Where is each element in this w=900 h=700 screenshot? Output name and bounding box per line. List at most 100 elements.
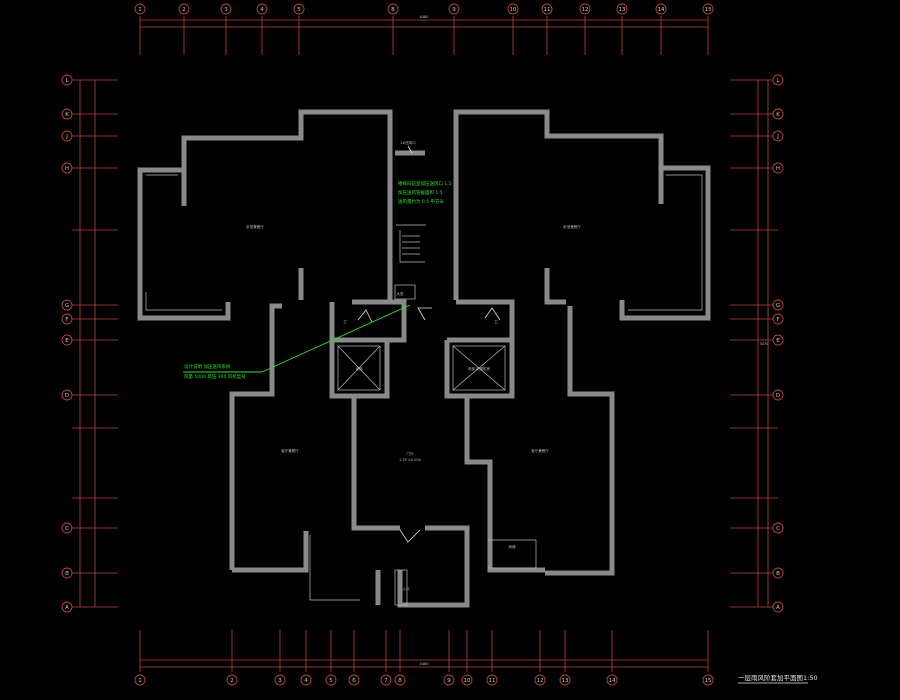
svg-text:11: 11 — [544, 7, 551, 13]
svg-text:G: G — [776, 303, 780, 309]
room-label-bath-w: 卫 — [343, 320, 347, 324]
green-note-2: 送风量约为 0.5 平方米 — [398, 198, 445, 205]
thin-lines — [145, 174, 703, 606]
svg-text:L: L — [65, 78, 69, 84]
svg-text:C: C — [776, 526, 780, 532]
axis-bubble-top-0: 1 — [134, 3, 146, 15]
svg-text:14: 14 — [658, 7, 665, 13]
axis-bubble-right-F: F — [772, 313, 784, 325]
svg-text:3: 3 — [278, 678, 282, 684]
svg-text:15: 15 — [705, 7, 712, 13]
wall-south-lobby — [397, 525, 470, 608]
wall-elevator-w — [329, 340, 390, 399]
svg-text:2: 2 — [182, 7, 186, 13]
svg-text:8: 8 — [398, 678, 402, 684]
room-label-sw: 客厅兼餐厅 — [281, 448, 299, 453]
svg-text:C: C — [65, 526, 69, 532]
top-total-dimension: 4480 — [420, 15, 429, 19]
axis-bubble-bottom-8: 9 — [443, 674, 455, 686]
axis-bubble-right-B: B — [772, 567, 784, 579]
axis-bubble-left-D: D — [61, 389, 73, 401]
axis-bubble-bottom-4: 5 — [325, 674, 337, 686]
green-note-1: 加压送风管截面积 1.5 — [398, 189, 443, 196]
svg-text:1: 1 — [138, 7, 142, 13]
leader-text-2: 风量 5000 风压 300 风机型号 — [184, 373, 246, 380]
axis-bubble-top-9: 12 — [579, 3, 591, 15]
axis-bubble-left-K: K — [61, 108, 73, 120]
wall-sw-unit — [229, 303, 282, 570]
svg-text:5: 5 — [329, 678, 333, 684]
svg-text:L: L — [776, 78, 780, 84]
axis-bubble-bottom-7: 8 — [394, 674, 406, 686]
axis-bubble-bottom-10: 11 — [486, 674, 498, 686]
dimension-bands — [79, 19, 769, 668]
room-label-hall: 门厅 — [407, 451, 415, 456]
svg-text:12: 12 — [582, 7, 589, 13]
svg-text:13: 13 — [562, 678, 569, 684]
axis-bubble-bottom-13: 14 — [606, 674, 618, 686]
axis-bubble-top-11: 14 — [655, 3, 667, 15]
svg-text:10: 10 — [510, 7, 517, 13]
svg-text:9: 9 — [452, 7, 456, 13]
axis-bubble-right-G: G — [772, 299, 784, 311]
svg-text:5: 5 — [297, 7, 301, 13]
svg-text:K: K — [65, 112, 69, 118]
axis-bubble-top-10: 13 — [616, 3, 628, 15]
wall-elevator-e — [444, 340, 515, 399]
svg-text:9: 9 — [447, 678, 451, 684]
axis-bubble-top-4: 5 — [293, 3, 305, 15]
bottom-axis-bubbles: 1 2 3 4 5 6 7 8 9 10 11 12 13 14 15 — [134, 674, 714, 686]
axis-bubble-bottom-14: 15 — [702, 674, 714, 686]
axis-bubble-left-F: F — [61, 313, 73, 325]
svg-text:G: G — [65, 303, 69, 309]
svg-text:K: K — [776, 112, 780, 118]
room-label-entry: 入口 — [403, 586, 411, 591]
top-axis-bubbles: 1 2 3 4 5 8 9 10 11 12 13 14 15 — [134, 3, 714, 15]
room-label-nw: 卧室兼餐厅 — [246, 224, 264, 229]
svg-text:4: 4 — [304, 678, 308, 684]
callout-tag: 1#送风口 — [400, 140, 416, 145]
right-axis-bubbles: L K J H G F E D C B A — [772, 74, 784, 613]
room-label-se: 客厅兼餐厅 — [531, 448, 549, 453]
axis-bubble-top-2: 3 — [220, 3, 232, 15]
room-label-shaft: 大堂 — [397, 291, 405, 296]
left-axis-bubbles: L K J H G F E D C B A — [61, 74, 73, 613]
svg-text:15: 15 — [705, 678, 712, 684]
axis-bubble-bottom-0: 1 — [134, 674, 146, 686]
svg-text:B: B — [776, 571, 780, 577]
svg-text:D: D — [65, 393, 69, 399]
axis-bubble-top-3: 4 — [256, 3, 268, 15]
room-label-elevator-e: 电梯 电梯机房 — [468, 366, 491, 371]
axis-bubble-left-C: C — [61, 522, 73, 534]
axis-bubble-left-L: L — [61, 74, 73, 86]
axis-bubble-right-L: L — [772, 74, 784, 86]
right-total-dimension: 3470 — [760, 342, 769, 346]
svg-text:B: B — [65, 571, 69, 577]
room-label-hall-sub: 1.35 ±0.000 — [399, 458, 421, 462]
axis-bubble-right-D: D — [772, 389, 784, 401]
svg-text:6: 6 — [352, 678, 356, 684]
axis-bubble-top-5: 8 — [387, 3, 399, 15]
svg-text:J: J — [65, 134, 68, 140]
svg-text:E: E — [776, 338, 780, 344]
svg-text:D: D — [776, 393, 780, 399]
axis-bubble-top-6: 9 — [448, 3, 460, 15]
svg-text:J: J — [776, 134, 779, 140]
side-axis-lines — [72, 79, 778, 608]
axis-bubble-left-A: A — [61, 601, 73, 613]
svg-text:2: 2 — [230, 678, 234, 684]
room-label-elevator-w: 电梯 — [356, 366, 364, 371]
axis-bubble-right-C: C — [772, 522, 784, 534]
axis-bubble-bottom-3: 4 — [300, 674, 312, 686]
axis-bubble-top-8: 11 — [541, 3, 553, 15]
bottom-axis-lines — [139, 630, 709, 672]
axis-bubble-bottom-9: 10 — [461, 674, 473, 686]
svg-text:E: E — [65, 338, 69, 344]
svg-text:12: 12 — [537, 678, 544, 684]
room-label-bath-e: 卫 — [494, 320, 498, 324]
wall-se-unit — [464, 396, 545, 573]
axis-bubble-right-J: J — [772, 130, 784, 142]
svg-text:A: A — [776, 605, 780, 611]
